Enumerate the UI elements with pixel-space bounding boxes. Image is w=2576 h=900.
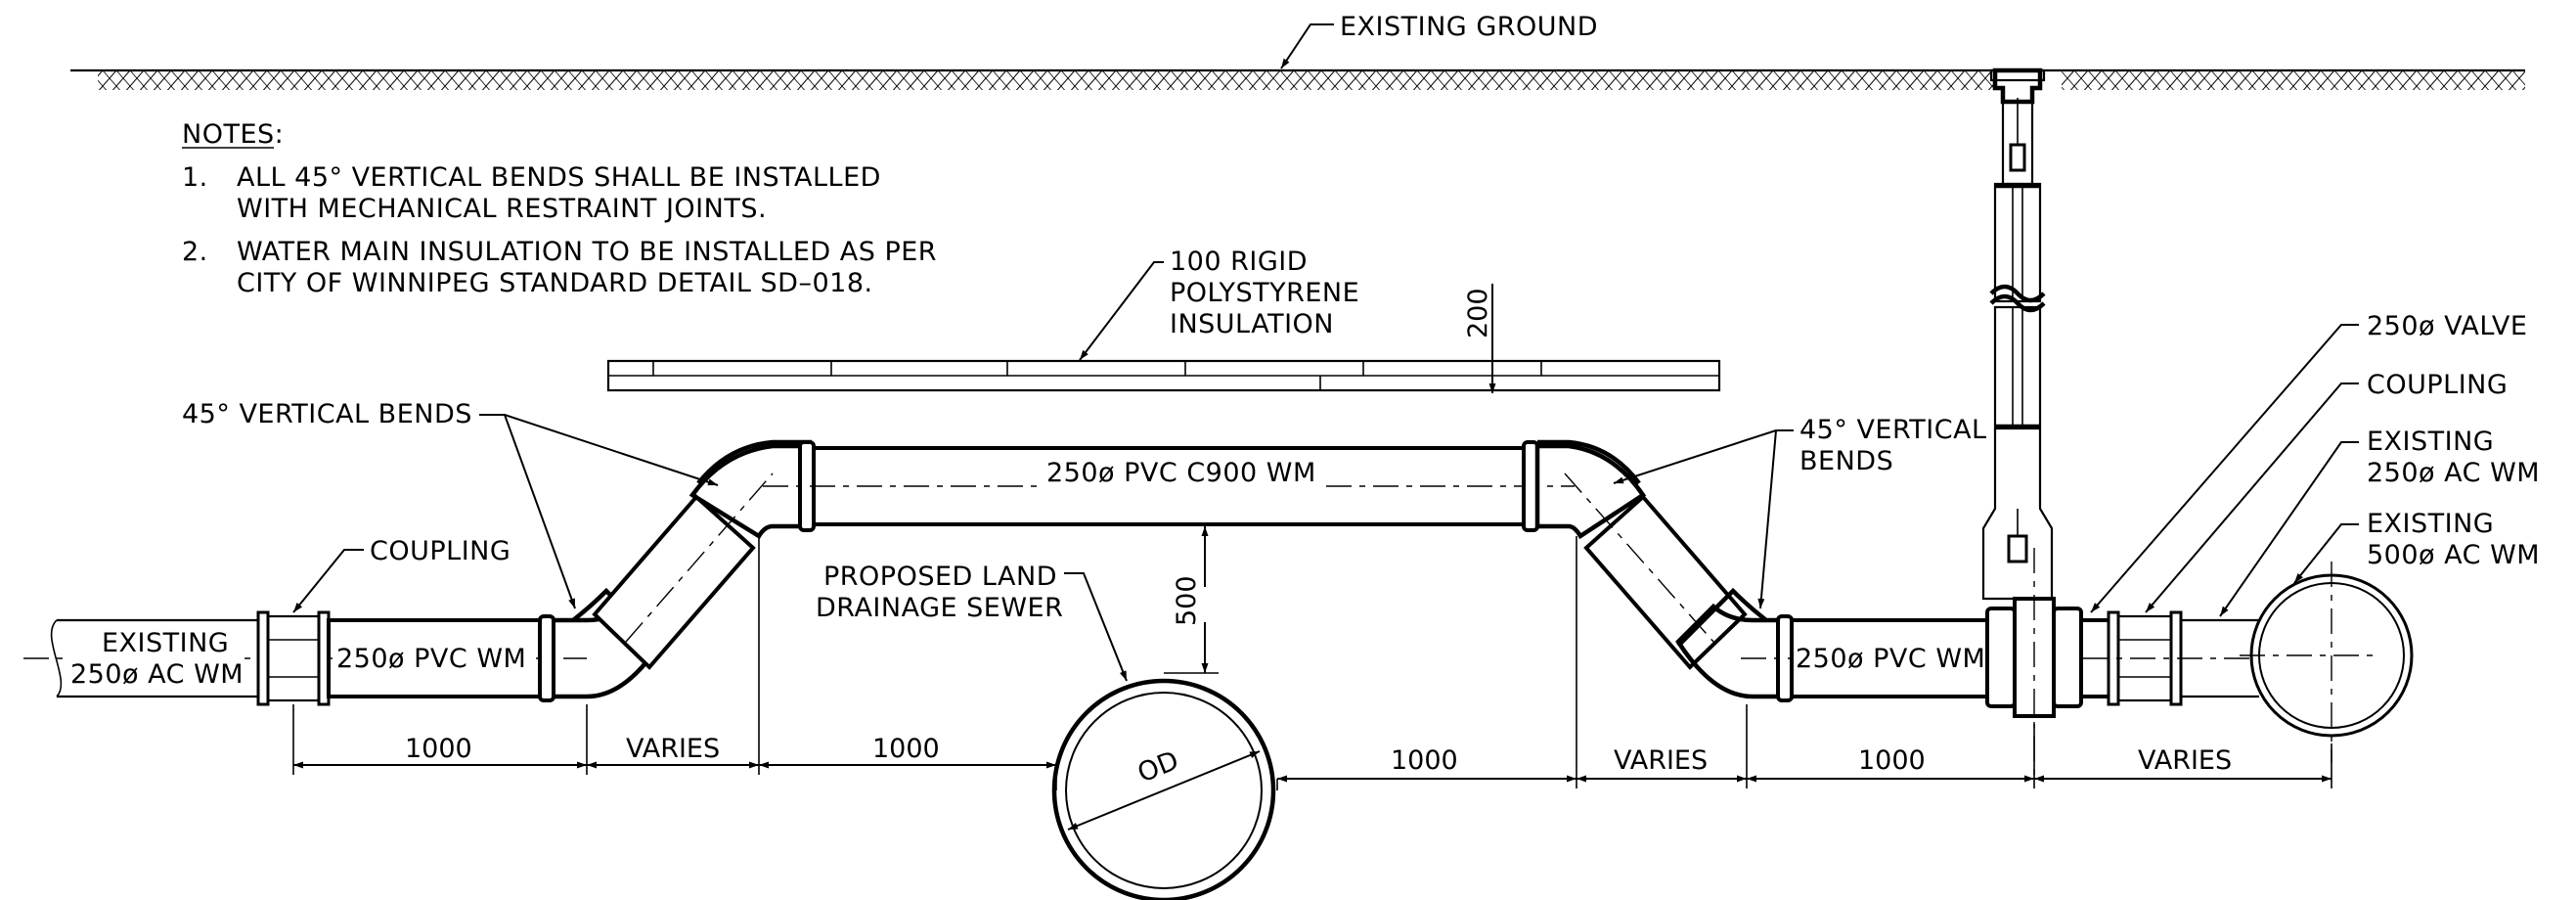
pvc-right-diagonal-body bbox=[1583, 494, 1748, 670]
bend-right-lower-body bbox=[1675, 603, 1795, 699]
existing-500-label-1: EXISTING bbox=[2367, 509, 2494, 539]
bends-right-label-2: BENDS bbox=[1799, 446, 1893, 476]
dim-label-5: VARIES bbox=[1614, 745, 1708, 776]
dim-label-1: 1000 bbox=[405, 734, 472, 764]
sewer-section: OD PROPOSED LAND DRAINAGE SEWER 500 bbox=[816, 526, 1276, 900]
bend-left-upper-body bbox=[688, 443, 815, 540]
valve-box-cap bbox=[1989, 68, 2046, 82]
insulation-leader bbox=[1079, 261, 1164, 361]
existing-left-label-1: EXISTING bbox=[102, 628, 229, 658]
ground-hatch-left bbox=[98, 70, 1995, 90]
insulation-offset-label: 200 bbox=[1463, 288, 1493, 338]
coupling-left-flange-1 bbox=[256, 610, 270, 706]
valve-flange-right bbox=[2052, 607, 2083, 708]
note-2-number: 2. bbox=[182, 237, 208, 267]
pvc-left-label-mask bbox=[333, 642, 536, 673]
ground-hatch-right bbox=[2062, 70, 2525, 90]
valve-flange-left bbox=[1985, 607, 2017, 708]
callouts: 45° VERTICAL BENDS 45° VERTICAL BENDS 25… bbox=[182, 311, 2540, 617]
existing-250-walls bbox=[2181, 618, 2259, 698]
existing-left-walls bbox=[57, 618, 262, 698]
bend-right-upper-joint bbox=[1537, 439, 1641, 485]
pvc-top-label: 250ø PVC C900 WM bbox=[1046, 458, 1316, 488]
existing-500-leader bbox=[2293, 523, 2359, 584]
existing-500-ac-section bbox=[2240, 562, 2414, 763]
pvc-right-pipe: 250ø PVC WM bbox=[1741, 618, 1991, 698]
bends-right-label-1: 45° VERTICAL bbox=[1799, 415, 1987, 445]
bend-right-lower-joint bbox=[1676, 587, 1768, 648]
sewer-leader bbox=[1064, 572, 1128, 682]
coupling-left: COUPLING bbox=[256, 536, 511, 706]
pvc-right-label: 250ø PVC WM bbox=[1796, 644, 1985, 674]
dimension-lines: 1000 VARIES 1000 1000 VARIES 1000 VARIES bbox=[292, 536, 2332, 790]
existing-left-label-mask bbox=[68, 626, 244, 693]
bends-left-leader-lower bbox=[504, 414, 576, 609]
coupling-left-label: COUPLING bbox=[370, 536, 511, 566]
clearance-label: 500 bbox=[1172, 575, 1202, 626]
bends-left-label: 45° VERTICAL BENDS bbox=[182, 399, 472, 429]
pvc-right-diagonal bbox=[1564, 472, 1748, 670]
existing-250-label-2: 250ø AC WM bbox=[2367, 458, 2540, 488]
sewer-inner bbox=[1065, 692, 1263, 889]
dim-label-7: VARIES bbox=[2138, 745, 2232, 776]
coupling-right-label: COUPLING bbox=[2367, 370, 2508, 400]
existing-left-label-2: 250ø AC WM bbox=[70, 659, 244, 690]
valve-box-upper bbox=[1993, 182, 2042, 303]
dim-label-3: 1000 bbox=[872, 734, 940, 764]
pvc-left-diagonal-body bbox=[592, 494, 756, 670]
existing-250-label-1: EXISTING bbox=[2367, 427, 2494, 457]
existing-left-break bbox=[50, 619, 63, 698]
sewer-label-1: PROPOSED LAND bbox=[823, 562, 1057, 592]
insulation-label-1: 100 RIGID bbox=[1170, 247, 1308, 277]
coupling-right-leader bbox=[2145, 382, 2359, 613]
pvc-top-label-mask bbox=[1039, 456, 1320, 489]
note-1-line-1: ALL 45° VERTICAL BENDS SHALL BE INSTALLE… bbox=[237, 162, 881, 193]
sewer-label-2: DRAINAGE SEWER bbox=[816, 593, 1063, 623]
valve-box-break bbox=[1989, 284, 2046, 303]
valve-operating-nut bbox=[2007, 534, 2028, 563]
bends-right-leader-upper bbox=[1613, 429, 1794, 484]
pvc-right-label-mask bbox=[1794, 642, 1987, 673]
note-2-line-1: WATER MAIN INSULATION TO BE INSTALLED AS… bbox=[237, 237, 937, 267]
ground-leader bbox=[1280, 23, 1334, 69]
valve-box-lid bbox=[1992, 68, 2043, 105]
notes-heading: NOTES: bbox=[182, 119, 284, 150]
coupling-left-body bbox=[260, 614, 327, 702]
pvc-left-pipe: 250ø PVC WM bbox=[327, 618, 587, 698]
bend-left-lower-joint bbox=[571, 587, 663, 648]
note-2-line-2: CITY OF WINNIPEG STANDARD DETAIL SD–018. bbox=[237, 268, 873, 298]
bend-left-lower-bell bbox=[538, 614, 555, 702]
pvc-right-diagonal-centerline bbox=[1564, 472, 1714, 643]
coupling-left-leader bbox=[292, 549, 364, 613]
bend-right-lower bbox=[1675, 587, 1795, 702]
insulation-label-3: INSULATION bbox=[1170, 309, 1334, 339]
dim-label-2: VARIES bbox=[626, 734, 720, 764]
pvc-top-pipe: 250ø PVC C900 WM bbox=[763, 446, 1575, 526]
existing-left-pipe: EXISTING 250ø AC WM bbox=[23, 618, 262, 698]
pvc-left-label: 250ø PVC WM bbox=[336, 644, 526, 674]
valve-assembly bbox=[1981, 68, 2083, 781]
note-1-line-2: WITH MECHANICAL RESTRAINT JOINTS. bbox=[237, 194, 767, 224]
pvc-left-diagonal-centerline bbox=[625, 472, 774, 643]
valve-leader bbox=[2090, 324, 2359, 613]
dim-label-6: 1000 bbox=[1858, 745, 1926, 776]
insulation-label-2: POLYSTYRENE bbox=[1170, 278, 1359, 308]
bend-left-upper-joint bbox=[696, 439, 812, 485]
notes-block: NOTES: 1. ALL 45° VERTICAL BENDS SHALL B… bbox=[182, 119, 937, 298]
valve-nut bbox=[2009, 143, 2026, 172]
valve-box-lower bbox=[1993, 305, 2042, 430]
note-1-number: 1. bbox=[182, 162, 208, 193]
pvc-left-diagonal bbox=[592, 472, 774, 670]
dim-label-4: 1000 bbox=[1391, 745, 1458, 776]
valve-label: 250ø VALVE bbox=[2367, 311, 2527, 341]
bends-right-leader-lower bbox=[1757, 429, 1777, 609]
bends-left-leader-upper bbox=[479, 414, 719, 486]
valve-box-break bbox=[1989, 293, 2046, 313]
ground-label: EXISTING GROUND bbox=[1340, 12, 1598, 42]
existing-500-label-2: 500ø AC WM bbox=[2367, 540, 2540, 570]
existing-ground: EXISTING GROUND bbox=[70, 12, 2525, 90]
sewer-od-dim bbox=[1067, 750, 1261, 831]
existing-250-leader bbox=[2219, 441, 2359, 617]
